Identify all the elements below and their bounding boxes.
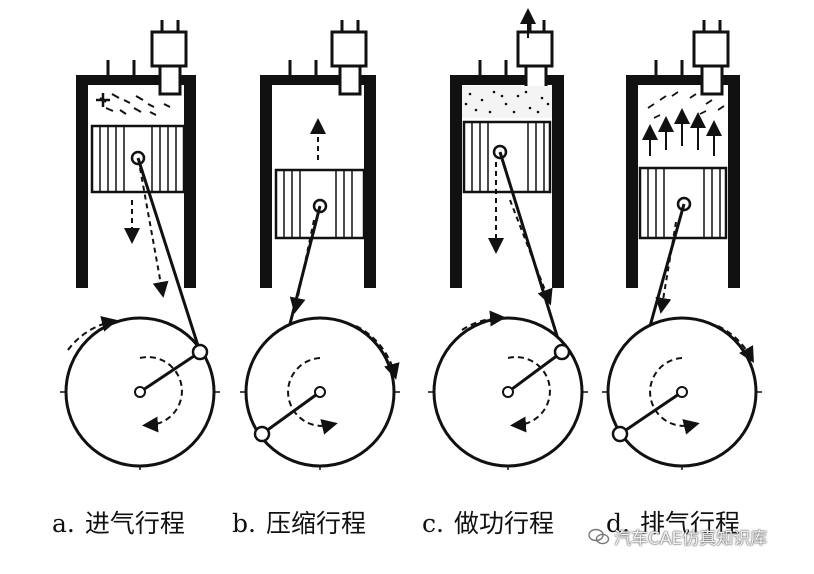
- wechat-icon: [588, 528, 610, 544]
- caption-power: c. 做功行程: [422, 504, 554, 540]
- spark-plug-exhaust: [692, 20, 730, 96]
- valve-ports-power: [478, 60, 508, 80]
- caption-letter: d.: [606, 509, 630, 538]
- panel-compression: [240, 20, 400, 470]
- valve-ports-compression: [288, 60, 318, 80]
- piston-exhaust: [638, 166, 728, 240]
- panel-power: [428, 8, 588, 470]
- crank-exhaust: [602, 316, 762, 470]
- piston-intake: [90, 124, 186, 194]
- connecting-rod-intake: [136, 157, 202, 353]
- crank-power: [428, 310, 588, 470]
- crank-intake: [60, 316, 220, 470]
- caption-text: 进气行程: [84, 509, 185, 538]
- exhaust-flow-arrows: [642, 91, 725, 156]
- watermark: 汽车CAE仿真知识库: [588, 524, 767, 549]
- crank-compression: [240, 316, 400, 470]
- caption-intake: a. 进气行程: [52, 504, 185, 540]
- caption-letter: c.: [422, 509, 444, 538]
- spark-plug-compression: [330, 20, 368, 96]
- caption-text: 排气行程: [639, 509, 740, 538]
- combustion-gas-power: [462, 86, 552, 118]
- caption-exhaust: d. 排气行程: [606, 504, 740, 540]
- caption-text: 做功行程: [453, 509, 554, 538]
- fresh-charge-intake: [96, 93, 171, 116]
- caption-letter: b.: [232, 509, 256, 538]
- spark-plug-intake: [150, 20, 188, 96]
- panel-exhaust: [602, 20, 762, 470]
- piston-compression: [274, 168, 366, 240]
- caption-text: 压缩行程: [265, 509, 366, 538]
- piston-power: [462, 120, 552, 194]
- caption-compression: b. 压缩行程: [232, 504, 366, 540]
- caption-letter: a.: [52, 509, 75, 538]
- valve-ports-exhaust: [654, 60, 684, 80]
- watermark-text: 汽车CAE仿真知识库: [614, 529, 768, 549]
- panel-intake: [60, 20, 220, 470]
- valve-ports-intake: [106, 60, 136, 80]
